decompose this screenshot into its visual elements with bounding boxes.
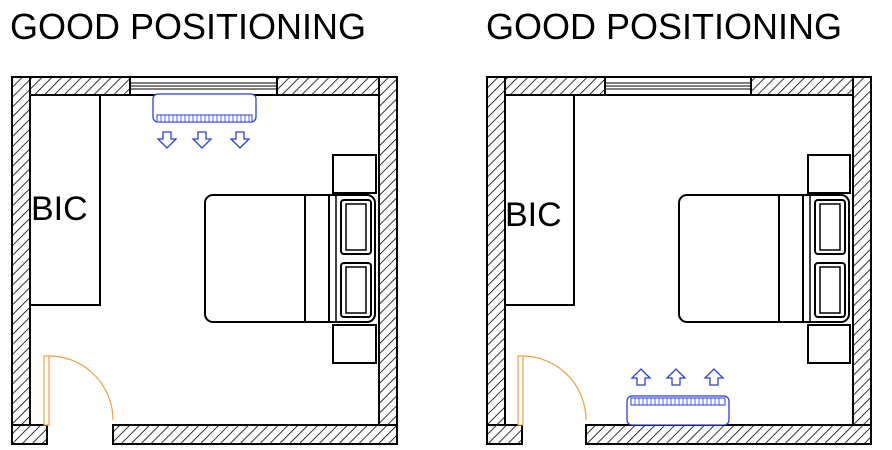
window-icon bbox=[604, 76, 752, 96]
closet bbox=[504, 94, 575, 306]
window-icon bbox=[129, 76, 278, 96]
aircon-unit-icon bbox=[152, 93, 257, 123]
panel-title: GOOD POSITIONING bbox=[486, 6, 843, 47]
door-swing-icon bbox=[43, 355, 114, 426]
panel-left: GOOD POSITIONING BIC bbox=[10, 6, 398, 445]
walls bbox=[486, 76, 872, 445]
closet-label: BIC bbox=[31, 190, 88, 228]
airflow-arrow-icon bbox=[630, 368, 725, 386]
floor-plan-left: BIC bbox=[11, 76, 398, 445]
closet bbox=[29, 94, 101, 306]
aircon-unit-icon bbox=[626, 395, 730, 426]
panel-right: GOOD POSITIONING BIC bbox=[446, 0, 892, 450]
panel-title: GOOD POSITIONING bbox=[10, 6, 367, 47]
closet-label: BIC bbox=[505, 196, 562, 234]
bed-icon bbox=[678, 154, 851, 364]
airflow-arrow-icon bbox=[156, 131, 251, 149]
door-swing-icon bbox=[517, 355, 587, 426]
floor-plan-right: BIC bbox=[486, 76, 872, 445]
bed-icon bbox=[204, 154, 377, 364]
